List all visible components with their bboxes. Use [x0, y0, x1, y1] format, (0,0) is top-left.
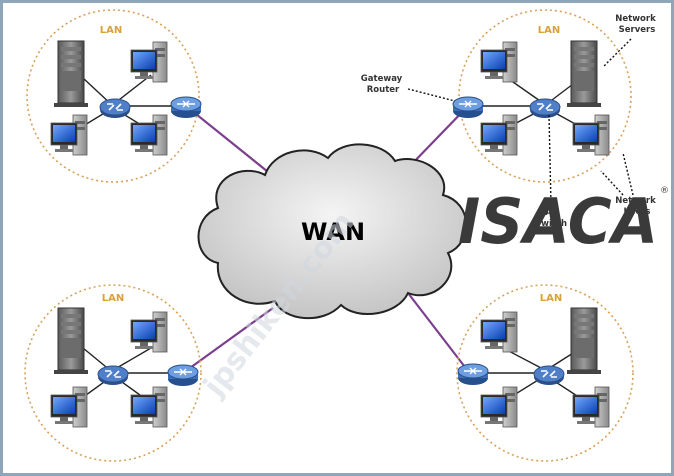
- lan-switch-label: LAN Switch: [535, 208, 567, 229]
- workstation-icon: [480, 41, 518, 83]
- workstation-icon: [130, 311, 168, 353]
- workstation-icon: [480, 386, 518, 428]
- lan-circle-bottom-left: [24, 284, 202, 462]
- gateway-router-label: Gateway Router: [361, 74, 405, 95]
- wan-label: WAN: [301, 218, 365, 246]
- network-diagram: LAN LAN LAN: [24, 9, 669, 462]
- server-icon: [566, 307, 602, 375]
- workstation-icon: [480, 114, 518, 156]
- lan-circle-top-right: [458, 9, 632, 183]
- lan-switch-icon: [99, 98, 131, 119]
- lan-top-right: LAN: [452, 25, 610, 156]
- workstation-icon: [50, 114, 88, 156]
- gateway-router-icon: [170, 96, 202, 119]
- workstation-icon: [572, 114, 610, 156]
- isaca-logo: ISACA ®: [458, 185, 669, 258]
- lan-label: LAN: [102, 293, 124, 304]
- wan-cloud: WAN: [197, 143, 468, 319]
- lan-label: LAN: [100, 25, 122, 36]
- annotations: Gateway Router Network Servers LAN Switc…: [361, 14, 658, 229]
- gateway-router-icon: [167, 364, 199, 387]
- lan-switch-icon: [533, 365, 565, 386]
- lan-label: LAN: [538, 25, 560, 36]
- link-bottom-left: [182, 307, 274, 374]
- isaca-logo-text: ISACA: [458, 185, 658, 258]
- network-users-label: Network Users: [615, 196, 658, 217]
- server-icon: [53, 307, 89, 375]
- link-top-right: [407, 105, 469, 169]
- lan-switch-icon: [97, 365, 129, 386]
- server-icon: [53, 40, 89, 108]
- lan-label: LAN: [540, 293, 562, 304]
- lan-bottom-left: LAN: [50, 293, 199, 428]
- workstation-icon: [50, 386, 88, 428]
- server-icon: [566, 40, 602, 108]
- gateway-router-icon: [452, 96, 484, 119]
- workstation-icon: [572, 386, 610, 428]
- lan-circle-bottom-right: [456, 284, 634, 462]
- registered-mark: ®: [660, 186, 669, 196]
- lan-circle-top-left: [26, 9, 200, 183]
- lan-bottom-right: LAN: [457, 293, 610, 428]
- lan-top-left: LAN: [50, 25, 202, 156]
- network-servers-label: Network Servers: [615, 14, 658, 35]
- link-bottom-right: [407, 292, 469, 372]
- workstation-icon: [130, 41, 168, 83]
- workstation-icon: [130, 114, 168, 156]
- lan-circles: [24, 9, 634, 462]
- gateway-router-icon: [457, 363, 489, 386]
- lan-switch-icon: [529, 98, 561, 119]
- workstation-icon: [480, 311, 518, 353]
